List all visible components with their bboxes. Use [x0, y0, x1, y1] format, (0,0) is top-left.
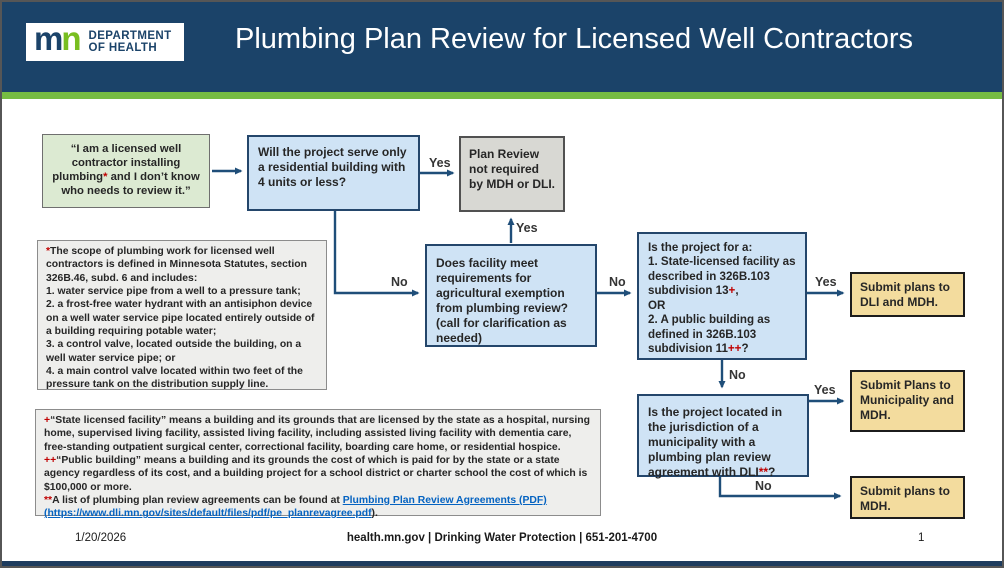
- plan-review-not-required-box: Plan Review not required by MDH or DLI.: [459, 136, 565, 212]
- red-plus-marker: +: [728, 284, 736, 298]
- red-plusplus-marker: ++: [44, 454, 57, 466]
- submit-dli-mdh-box: Submit plans to DLI and MDH.: [850, 272, 965, 317]
- footer-date: 1/20/2026: [75, 532, 127, 544]
- question-facility-box: Is the project for a: 1. State-licensed …: [637, 232, 807, 360]
- plumbing-agreements-link[interactable]: Plumbing Plan Review Agreements (PDF): [342, 494, 547, 506]
- red-doublestar-marker: **: [44, 494, 53, 506]
- flow-start-box: “I am a licensed well contractor install…: [42, 134, 210, 208]
- note-state-licensed-definition: +“State licensed facility” means a build…: [44, 415, 590, 453]
- question-agricultural-box: Does facility meet requirements for agri…: [425, 244, 597, 347]
- note-scope-item: 4. a main control valve located within t…: [46, 365, 303, 391]
- note-scope-item: 2. a frost-free water hydrant with an an…: [46, 299, 315, 337]
- footer-page-number: 1: [918, 532, 925, 544]
- green-accent-bar: [2, 92, 1002, 99]
- edge-label-no-facility: No: [729, 368, 746, 382]
- note-agreements: **A list of plumbing plan review agreeme…: [44, 494, 547, 520]
- header: mn DEPARTMENT OF HEALTH Plumbing Plan Re…: [2, 2, 1002, 92]
- edge-label-no-residential: No: [391, 275, 408, 289]
- edge-label-yes-jurisdiction: Yes: [814, 383, 836, 397]
- page-title: Plumbing Plan Review for Licensed Well C…: [235, 23, 914, 55]
- or-label: OR: [648, 298, 666, 312]
- department-of-health-label: DEPARTMENT OF HEALTH: [88, 29, 172, 54]
- question-jurisdiction-box: Is the project located in the jurisdicti…: [637, 394, 809, 479]
- edge-label-no-agricultural: No: [609, 275, 626, 289]
- edge-label-no-jurisdiction: No: [755, 479, 772, 493]
- plumbing-agreements-url[interactable]: (https://www.dli.mn.gov/sites/default/fi…: [44, 508, 372, 520]
- red-asterisk: *: [103, 171, 108, 184]
- red-plus-marker: +: [44, 415, 51, 426]
- red-plusplus-marker: ++: [727, 342, 742, 356]
- footer-info: health.mn.gov | Drinking Water Protectio…: [346, 532, 658, 544]
- note-scope-item: 3. a control valve, located outside the …: [46, 339, 302, 364]
- note-scope-item: 1. water service pipe from a well to a p…: [46, 285, 301, 297]
- mdh-logo: mn DEPARTMENT OF HEALTH: [26, 20, 184, 61]
- red-doublestar-marker: **: [758, 465, 769, 479]
- question-residential-box: Will the project serve only a residentia…: [247, 135, 420, 211]
- red-asterisk: *: [46, 246, 51, 257]
- note-public-building-definition: ++“Public building” means a building and…: [44, 454, 588, 493]
- mn-logo-icon: mn: [34, 20, 82, 57]
- note-scope-intro: *The scope of plumbing work for licensed…: [46, 246, 307, 284]
- edge-label-yes-residential: Yes: [429, 156, 451, 170]
- note-scope-box: *The scope of plumbing work for licensed…: [37, 240, 327, 390]
- note-definitions-box: +“State licensed facility” means a build…: [35, 409, 601, 519]
- edge-label-yes-facility: Yes: [815, 275, 837, 289]
- edge-label-yes-agricultural: Yes: [516, 221, 538, 235]
- submit-mdh-box: Submit plans to MDH.: [850, 476, 965, 519]
- submit-municipality-box: Submit Plans to Municipality and MDH.: [850, 370, 965, 432]
- bottom-border-band: [2, 561, 1002, 566]
